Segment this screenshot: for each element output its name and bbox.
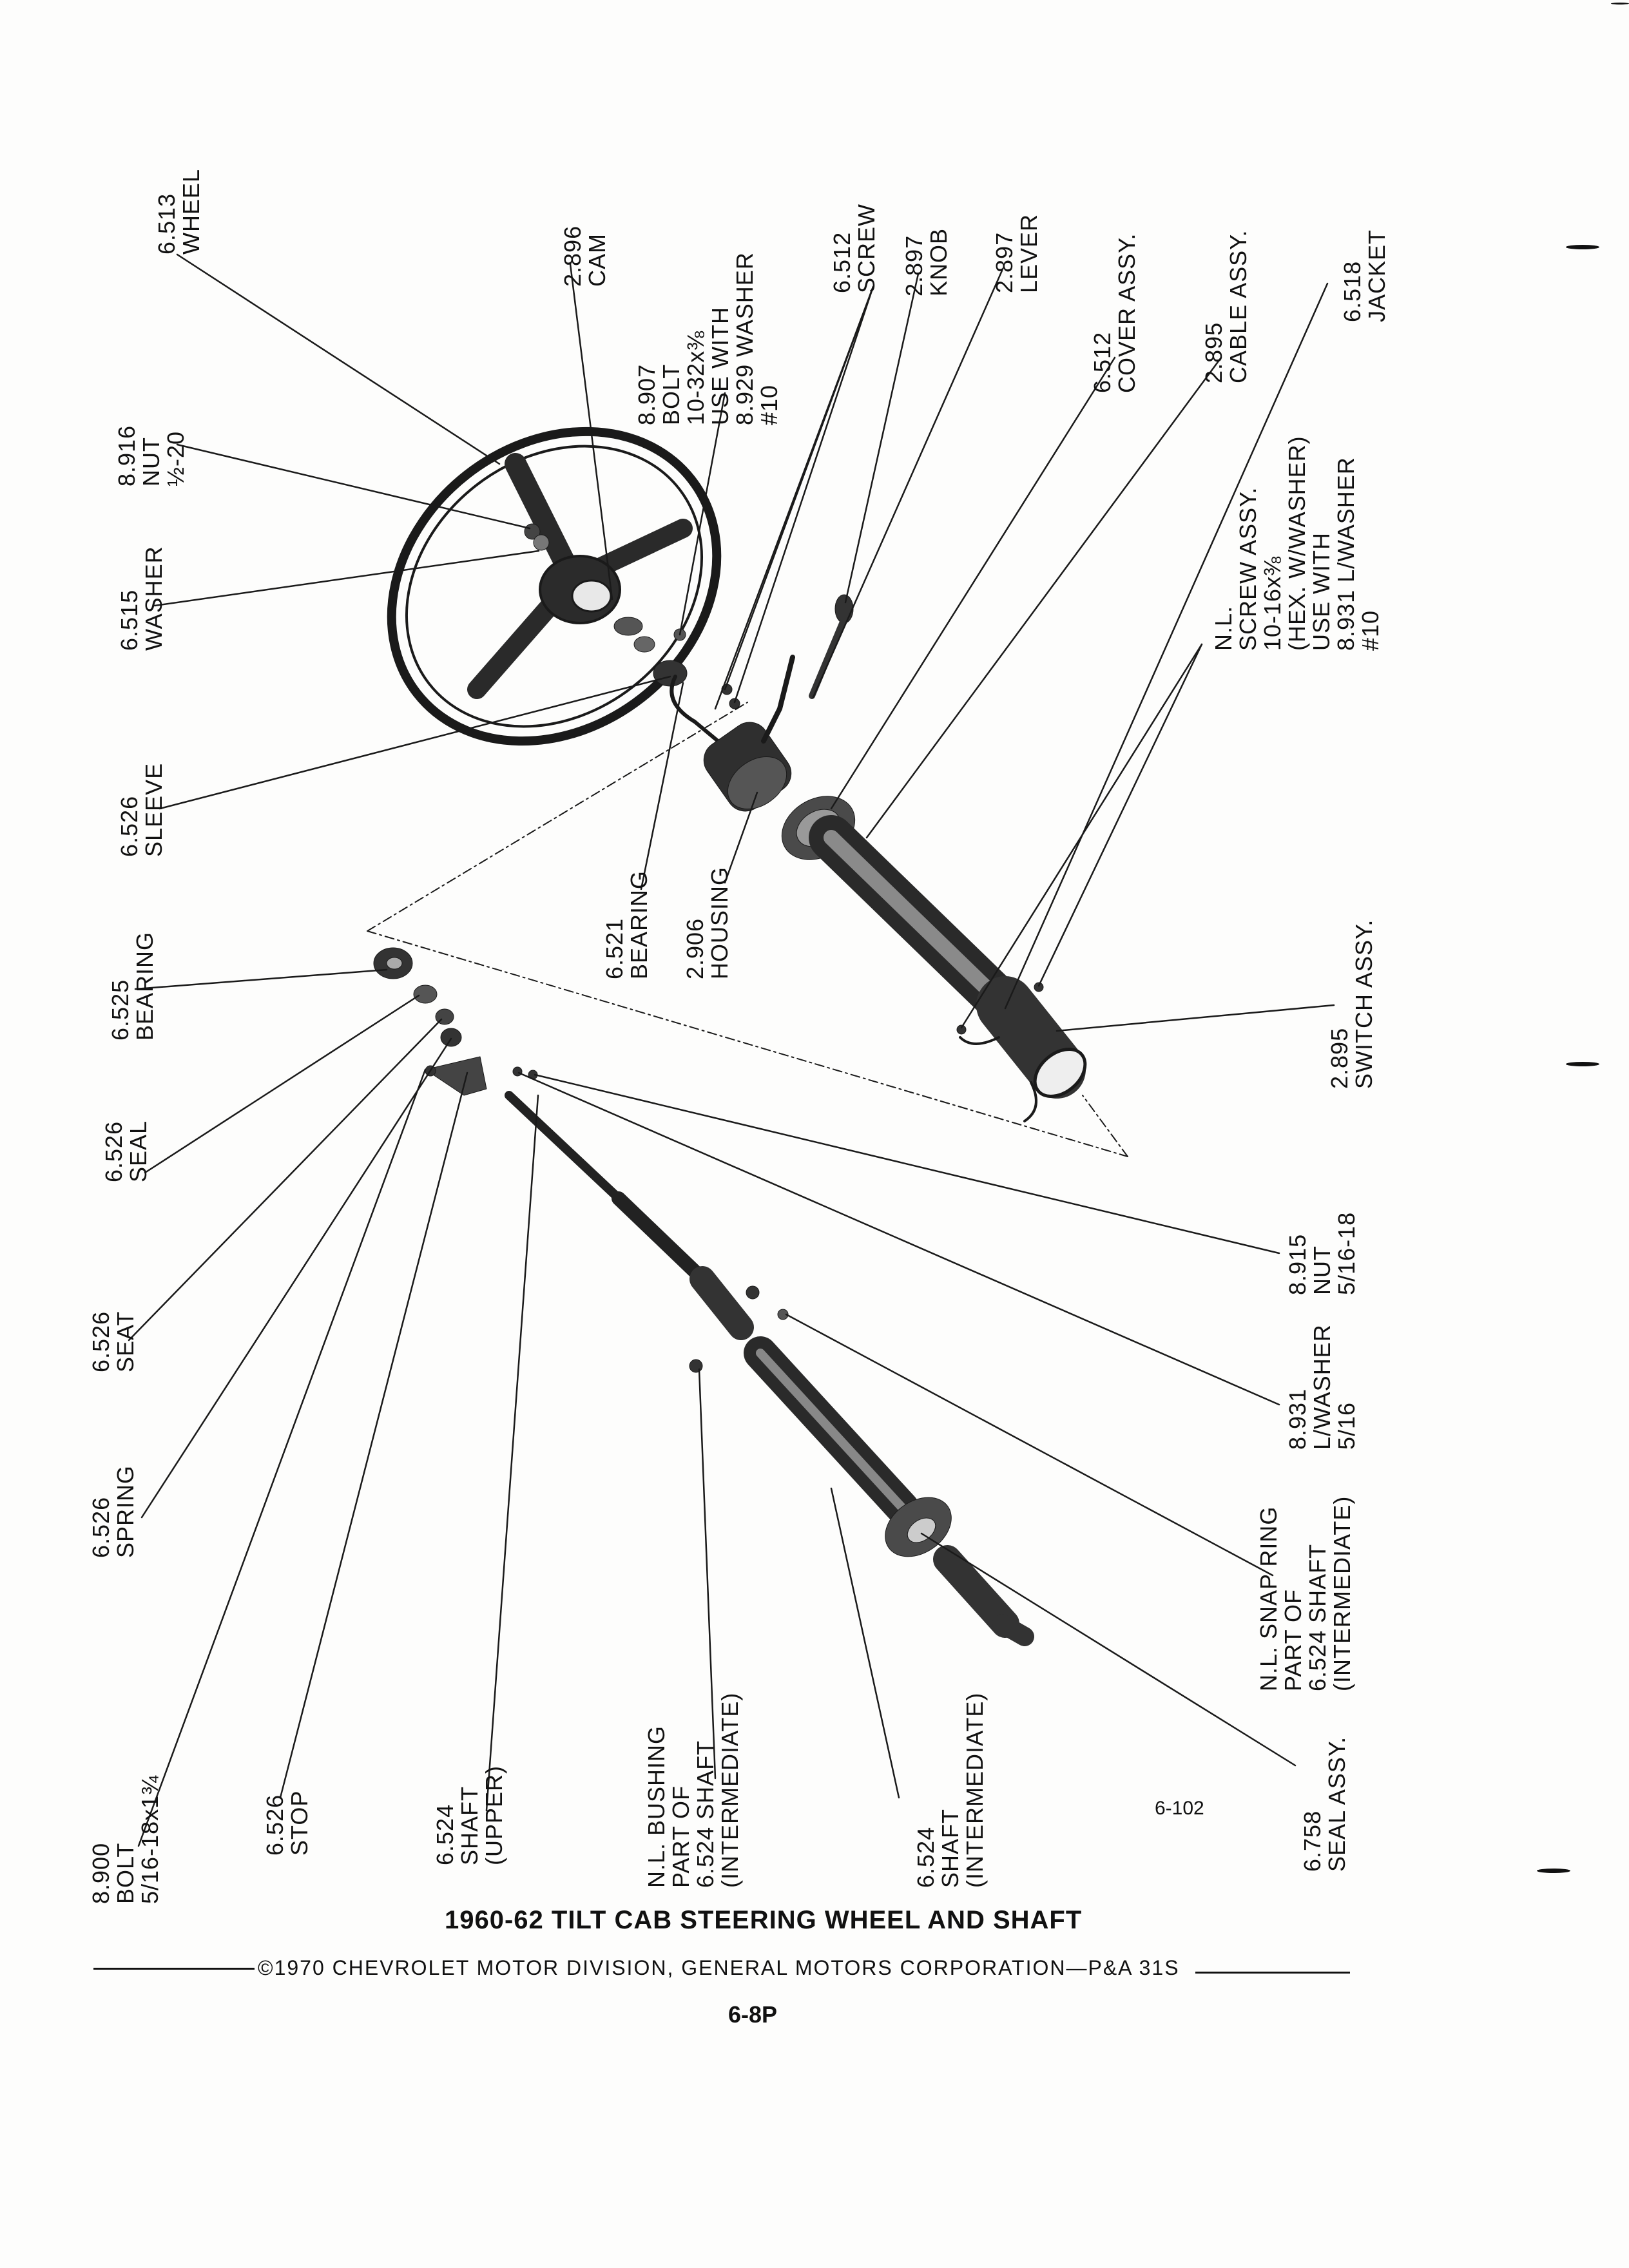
label-snap-ring: N.L. SNAP RING PART OF 6.524 SHAFT (INTE…	[1255, 1495, 1355, 1691]
label-nut-516: 8.915 NUT 5/16-18	[1284, 1211, 1360, 1295]
label-wheel: 6.513 WHEEL	[153, 168, 204, 255]
label-seal: 6.526 SEAL	[101, 1120, 151, 1182]
label-screw: 6.512 SCREW	[829, 204, 880, 293]
label-stop: 6.526 STOP	[262, 1790, 313, 1856]
edge-mark	[1611, 3, 1629, 5]
label-washer: 6.515 WASHER	[116, 546, 167, 651]
label-knob: 2.897 KNOB	[901, 227, 952, 296]
edge-mark	[1566, 1062, 1599, 1066]
label-screw-assy: N.L. SCREW ASSY. 10-16x⅜ (HEX. W/WASHER)…	[1210, 436, 1383, 651]
label-cam: 2.896 CAM	[559, 225, 610, 287]
label-jacket: 6.518 JACKET	[1339, 229, 1390, 322]
label-seal-assy: 6.758 SEAL ASSY.	[1299, 1736, 1350, 1872]
lower-shaft	[373, 947, 1034, 1646]
steering-wheel	[387, 427, 722, 746]
label-sleeve: 6.526 SLEEVE	[116, 762, 167, 857]
copyright-line: ©1970 CHEVROLET MOTOR DIVISION, GENERAL …	[258, 1956, 1180, 1979]
label-shaft-upper: 6.524 SHAFT (UPPER)	[432, 1765, 507, 1865]
label-nut-half: 8.916 NUT ½-20	[113, 425, 189, 486]
edge-mark	[1537, 1869, 1570, 1873]
leader-lines	[128, 253, 1335, 1847]
page-title: 1960-62 TILT CAB STEERING WHEEL AND SHAF…	[445, 1906, 1083, 1934]
steering-column	[670, 594, 1087, 1122]
label-shaft-intermediate: 6.524 SHAFT (INTERMEDIATE)	[912, 1692, 988, 1888]
label-bushing: N.L. BUSHING PART OF 6.524 SHAFT (INTERM…	[643, 1692, 743, 1888]
label-cable: 2.895 CABLE ASSY.	[1200, 229, 1251, 383]
label-bearing-lower: 6.521 BEARING	[601, 870, 652, 979]
edge-mark	[1566, 245, 1599, 249]
label-switch: 2.895 SWITCH ASSY.	[1326, 919, 1377, 1089]
rule-right	[1195, 1972, 1350, 1974]
label-bolt-large: 8.900 BOLT 5/16-18x1¾	[88, 1774, 163, 1904]
label-housing: 2.906 HOUSING	[682, 866, 733, 979]
label-bearing-upper: 6.525 BEARING	[107, 931, 158, 1041]
label-spring: 6.526 SPRING	[88, 1465, 139, 1558]
label-bolt-small: 8.907 BOLT 10-32x⅜ USE WITH 8.929 WASHER…	[633, 252, 782, 425]
label-seat: 6.526 SEAT	[88, 1311, 139, 1372]
page-number: 6-8P	[728, 2001, 778, 2028]
figure-number: 6-102	[1155, 1798, 1204, 1819]
label-lwasher: 8.931 L/WASHER 5/16	[1284, 1324, 1360, 1450]
label-cover: 6.512 COVER ASSY.	[1089, 233, 1140, 393]
rule-left	[93, 1968, 255, 1970]
alignment-lines	[367, 702, 1128, 1157]
label-lever: 2.897 LEVER	[991, 213, 1042, 293]
